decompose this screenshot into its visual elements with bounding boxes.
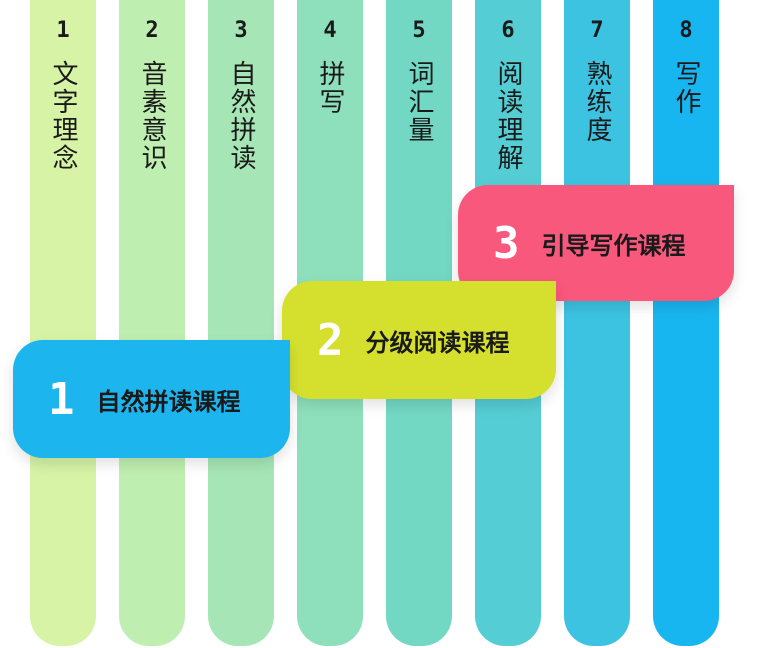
pillar-3: 3 自然拼读 <box>208 0 274 646</box>
pillar-number: 3 <box>234 18 248 43</box>
pillar-8: 8 写作 <box>653 0 719 646</box>
course-card-reading: 2 分级阅读课程 <box>282 281 556 399</box>
pillar-label: 词汇量 <box>404 60 434 144</box>
pillar-7: 7 熟练度 <box>564 0 630 646</box>
course-title: 分级阅读课程 <box>365 328 510 357</box>
course-title: 引导写作课程 <box>541 231 686 260</box>
pillar-label: 文字理念 <box>48 60 78 172</box>
course-title: 自然拼读课程 <box>96 387 241 416</box>
course-number: 2 <box>317 314 344 366</box>
course-number: 3 <box>493 217 520 269</box>
pillar-2: 2 音素意识 <box>119 0 185 646</box>
course-number: 1 <box>48 373 75 425</box>
pillar-number: 4 <box>323 18 337 43</box>
pillar-label: 音素意识 <box>137 60 167 172</box>
pillar-number: 2 <box>145 18 159 43</box>
pillar-number: 1 <box>56 18 70 43</box>
pillar-1: 1 文字理念 <box>30 0 96 646</box>
pillar-label: 阅读理解 <box>493 60 523 172</box>
course-card-phonics: 1 自然拼读课程 <box>13 340 290 458</box>
pillar-number: 6 <box>501 18 515 43</box>
pillar-number: 7 <box>590 18 604 43</box>
pillar-label: 自然拼读 <box>226 60 256 172</box>
pillar-number: 5 <box>412 18 426 43</box>
pillar-label: 熟练度 <box>582 60 612 144</box>
pillar-label: 拼写 <box>315 60 345 116</box>
course-card-writing: 3 引导写作课程 <box>458 185 734 301</box>
pillar-number: 8 <box>679 18 693 43</box>
pillar-label: 写作 <box>671 60 701 116</box>
